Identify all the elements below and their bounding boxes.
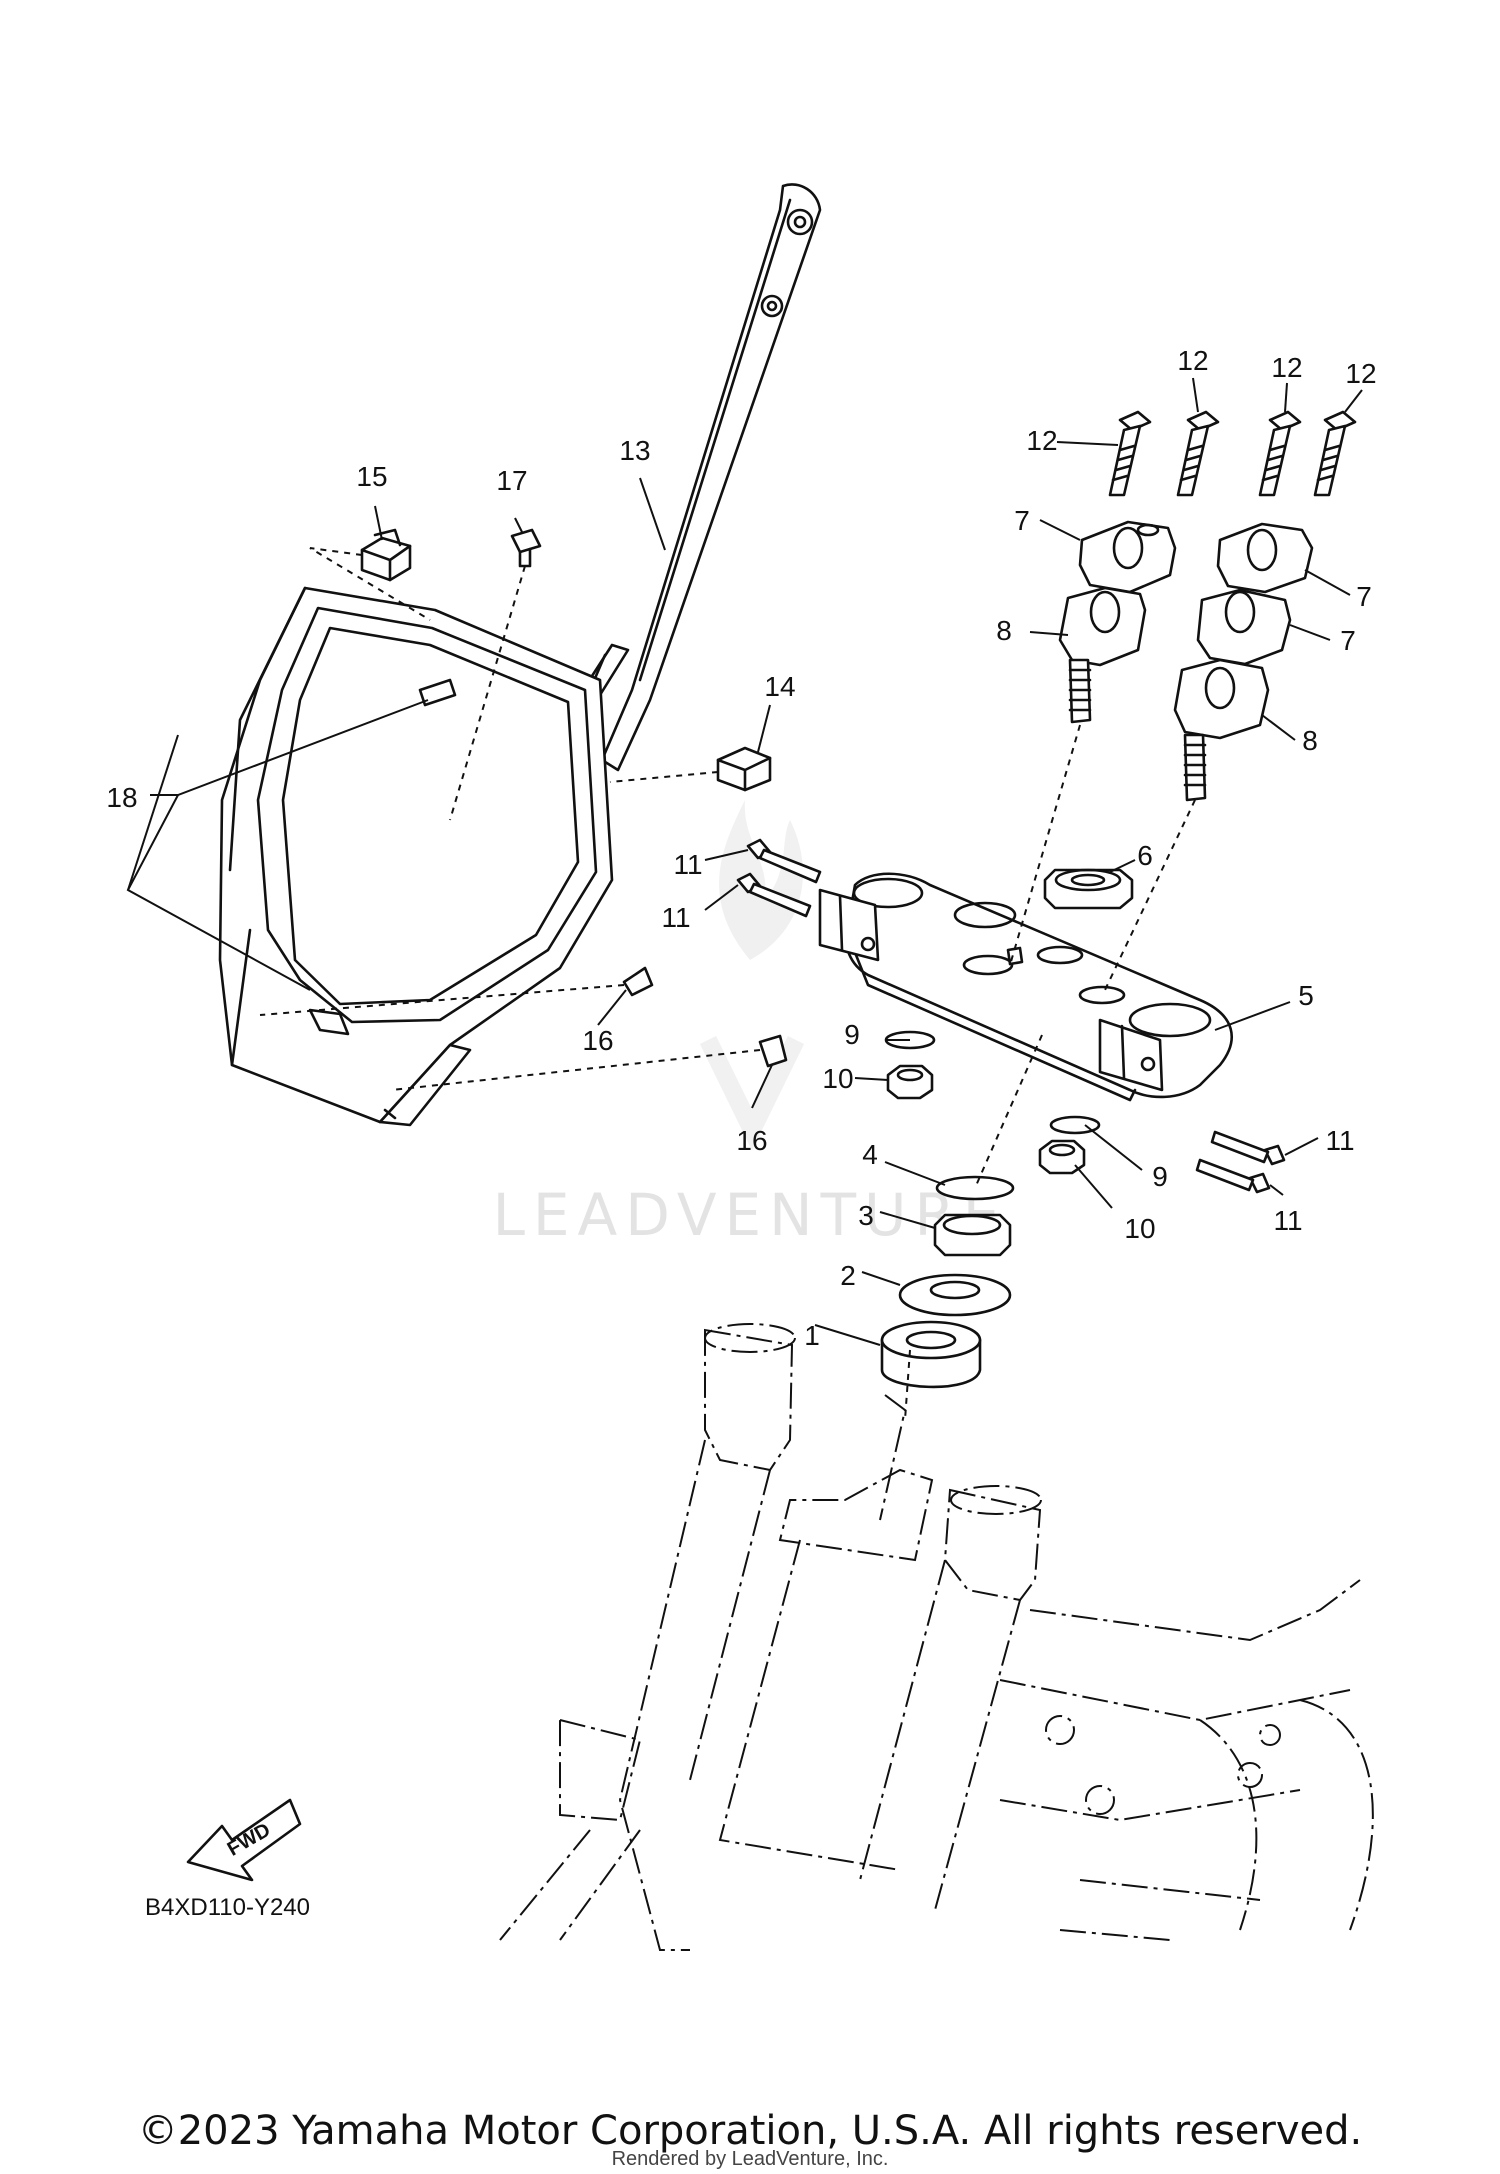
callout-5: 5	[1298, 980, 1314, 1011]
callout-12c: 12	[1271, 352, 1302, 383]
part-16-clips	[259, 966, 788, 1091]
callout-leaders	[374, 377, 1363, 1346]
copyright-notice: ©2023 Yamaha Motor Corporation, U.S.A. A…	[137, 2108, 1363, 2154]
callout-16a: 16	[582, 1025, 613, 1056]
callout-7c: 7	[1340, 625, 1356, 656]
callout-12a: 12	[1026, 425, 1057, 456]
callout-9a: 9	[844, 1019, 860, 1050]
callout-8b: 8	[1302, 725, 1318, 756]
callout-16b: 16	[736, 1125, 767, 1156]
callout-4: 4	[862, 1139, 878, 1170]
callout-11d: 11	[1273, 1205, 1302, 1236]
callout-7a: 7	[1014, 505, 1030, 536]
callout-9b: 9	[1152, 1161, 1168, 1192]
part-6-steering-nut	[1043, 868, 1134, 910]
phantom-fork-and-frame	[499, 1323, 1374, 1951]
part-14-clip	[609, 746, 772, 792]
callout-8a: 8	[996, 615, 1012, 646]
rendered-by-notice: Rendered by LeadVenture, Inc.	[611, 2148, 889, 2170]
part-13-number-plate-stay	[581, 183, 822, 772]
callout-18: 18	[106, 782, 137, 813]
part-1-bearing	[880, 1320, 982, 1389]
part-18-number-plate	[218, 586, 614, 1127]
callout-3: 3	[858, 1200, 874, 1231]
watermark-flame-logo	[699, 800, 805, 1151]
callout-14: 14	[764, 671, 795, 702]
callout-10b: 10	[1124, 1213, 1155, 1244]
watermark-text: LEADVENTURE	[493, 1181, 1008, 1249]
bolt-12b	[1176, 410, 1220, 497]
diagram-code: B4XD110-Y240	[145, 1894, 310, 1921]
callout-labels: 1 2 3 4 5 6 7 7 7 8 8 9 9 10 10 11 11 11…	[106, 345, 1376, 1351]
part-3-ring-nut	[933, 1213, 1012, 1257]
part-17-screw	[449, 528, 542, 821]
bolt-12c	[1258, 410, 1302, 497]
callout-2: 2	[840, 1260, 856, 1291]
part-2-bearing-cover	[898, 1273, 1012, 1317]
callout-7b: 7	[1356, 581, 1372, 612]
part-5-upper-bracket	[818, 872, 1233, 1102]
callout-11c: 11	[1325, 1125, 1354, 1156]
forward-arrow-icon: FWD	[186, 1798, 302, 1882]
part-4-washer	[935, 1175, 1015, 1201]
part-9-10-washers-nuts	[884, 1030, 1101, 1175]
bolt-12a	[1108, 410, 1152, 497]
callout-11b: 11	[661, 902, 690, 933]
callout-13: 13	[619, 435, 650, 466]
part-12-bolts	[1108, 410, 1357, 497]
part-11-bolts	[736, 838, 1286, 1194]
part-7-8-handlebar-holders	[1009, 520, 1314, 991]
callout-12d: 12	[1345, 358, 1376, 389]
callout-17: 17	[496, 465, 527, 496]
bolt-12d	[1313, 410, 1357, 497]
callout-15: 15	[356, 461, 387, 492]
callout-12b: 12	[1177, 345, 1208, 376]
assembly-axis-lines	[904, 1034, 1043, 1421]
callout-18-leaders	[126, 699, 429, 991]
callout-11a: 11	[673, 849, 702, 880]
callout-1: 1	[804, 1320, 820, 1351]
callout-10a: 10	[822, 1063, 853, 1094]
watermark: LEADVENTURE	[493, 800, 1008, 1249]
callout-6: 6	[1137, 840, 1153, 871]
